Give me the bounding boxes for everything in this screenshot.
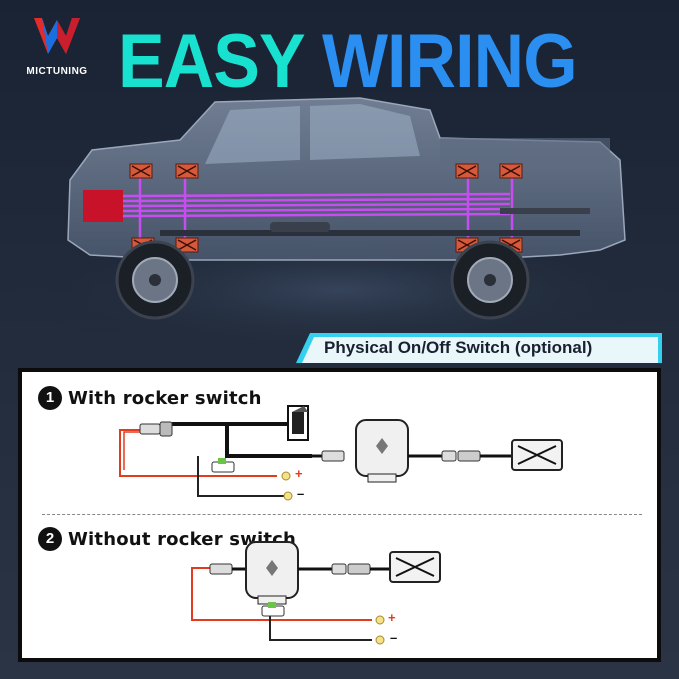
rocker-switch-icon <box>287 405 309 441</box>
rock-light-fb2 <box>175 237 199 253</box>
step-1: 1 With rocker switch <box>38 386 262 410</box>
positive-terminal-2-icon <box>375 615 385 625</box>
diagram-without-switch <box>191 541 441 645</box>
rock-light-fl2 <box>175 163 199 179</box>
headline-word-easy: EASY <box>118 19 304 104</box>
positive-terminal-icon <box>281 471 291 481</box>
step-2-label: Without rocker switch <box>68 528 297 550</box>
rear-wheel <box>450 240 530 320</box>
step-1-positive-label: + <box>295 466 303 481</box>
section-divider <box>42 514 642 515</box>
truck-illustration <box>10 97 670 360</box>
fuse-holder-2-icon <box>261 602 285 617</box>
diagram-with-switch <box>119 405 563 501</box>
controller-box-icon <box>355 419 409 483</box>
negative-terminal-2-icon <box>375 635 385 645</box>
step-1-negative-label: – <box>297 486 305 501</box>
rock-light-pod-icon <box>511 439 563 471</box>
step-1-label: With rocker switch <box>68 387 262 409</box>
step-2-negative-label: – <box>390 630 398 645</box>
connector-plug-icon <box>139 421 173 437</box>
negative-terminal-icon <box>283 491 293 501</box>
fuse-holder-icon <box>211 458 235 473</box>
rock-light-rl <box>455 163 479 179</box>
front-wheel <box>115 240 195 320</box>
mictuning-logo-icon <box>34 18 80 54</box>
headline-word-wiring: WIRING <box>321 19 578 104</box>
brand-name: MICTUNING <box>26 66 88 77</box>
controller-box-2-icon <box>245 541 299 605</box>
switch-banner: Physical On/Off Switch (optional) <box>296 333 662 363</box>
step-2: 2 Without rocker switch <box>38 527 296 551</box>
rock-light-fl <box>129 163 153 179</box>
rock-light-pod-2-icon <box>389 551 441 583</box>
wiring-panel: 1 With rocker switch 2 Without rocker sw… <box>18 368 661 662</box>
rock-light-rl2 <box>499 163 523 179</box>
banner-label: Physical On/Off Switch (optional) <box>324 338 593 357</box>
wiring-diagram <box>119 405 563 645</box>
step-2-number: 2 <box>38 527 62 551</box>
wire-harness <box>122 175 514 240</box>
headline: EASY WIRING <box>118 19 578 104</box>
step-1-number: 1 <box>38 386 62 410</box>
engine-battery <box>83 190 123 222</box>
step-2-positive-label: + <box>388 610 396 625</box>
banner-background <box>296 333 662 363</box>
